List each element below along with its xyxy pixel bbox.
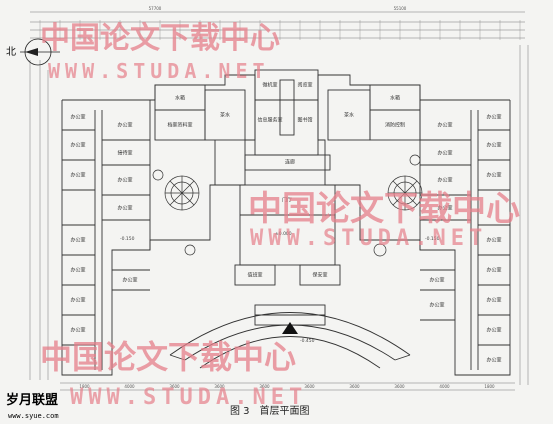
watermark-middle: 中国论文下载中心 WWW.STUDA.NET (248, 189, 520, 251)
dimension-bottom-label: 3600 (214, 384, 225, 389)
room-water-tank-right: 水箱 (390, 95, 400, 102)
room-office-r6: 办公室 (486, 297, 501, 304)
left-courtyard (152, 169, 200, 256)
room-mechanical: 微机室 (262, 82, 277, 89)
room-info-service: 信息服务室 (257, 117, 282, 124)
room-tea-left: 茶水 (220, 112, 230, 119)
dimension-top-left: 57700 (149, 6, 162, 11)
room-office-r2: 办公室 (486, 142, 501, 149)
watermark-bottom: 中国论文下载中心 WWW.STUDA.NET (40, 338, 307, 410)
site-logo: 岁月联盟 www.syue.com (6, 392, 59, 420)
figure-caption: 图 3 首层平面图 (230, 404, 310, 417)
room-office-4: 办公室 (70, 237, 85, 244)
dimension-bottom-label: 1800 (484, 384, 495, 389)
level-hall: ±0.000 (275, 231, 292, 237)
dimension-bottom-label: 1800 (79, 384, 90, 389)
room-office-r3: 办公室 (486, 172, 501, 179)
dimension-bottom-label: 4000 (124, 384, 135, 389)
level-left: -0.150 (120, 236, 135, 242)
right-dimension-lines (519, 45, 529, 385)
central-block (234, 69, 341, 286)
room-office-3: 办公室 (70, 172, 85, 179)
watermark-cn-bottom: 中国论文下载中心 (40, 338, 296, 376)
room-office-r5: 办公室 (486, 267, 501, 274)
room-office-r11: 办公室 (437, 177, 452, 184)
room-security: 保安室 (312, 272, 327, 279)
watermark-cn-middle: 中国论文下载中心 (248, 189, 520, 229)
dimension-bottom-label: 3600 (349, 384, 360, 389)
room-office-r9: 办公室 (437, 122, 452, 129)
room-gallery: 连廊 (285, 159, 295, 166)
room-water-tank-left: 水箱 (175, 95, 185, 102)
dimension-bottom-label: 3600 (259, 384, 270, 389)
room-office-r1: 办公室 (486, 114, 501, 121)
bottom-dimension-lines (60, 382, 515, 391)
right-courtyard (373, 154, 423, 257)
room-labels: 办公室 办公室 办公室 办公室 办公室 办公室 办公室 办公室 接待室 办公室 … (70, 82, 501, 364)
room-office-r4: 办公室 (486, 237, 501, 244)
room-office-r14: 办公室 (429, 302, 444, 309)
room-office-r8: 办公室 (486, 357, 501, 364)
room-office-2: 办公室 (70, 142, 85, 149)
room-reading: 阅览室 (297, 82, 312, 89)
room-office-6: 办公室 (70, 297, 85, 304)
top-dimension-lines (30, 11, 525, 39)
room-office-1: 办公室 (70, 114, 85, 121)
dimension-top-right: 55100 (394, 6, 407, 11)
logo-text-cn: 岁月联盟 (6, 392, 58, 408)
room-office-10: 办公室 (117, 205, 132, 212)
dimension-bottom-label: 3600 (169, 384, 180, 389)
logo-text-url: www.syue.com (8, 412, 59, 420)
dimension-bottom-label: 4000 (439, 384, 450, 389)
entrance-arrow (282, 322, 298, 334)
room-lobby: 门厅 (282, 197, 292, 204)
room-office-9: 办公室 (117, 177, 132, 184)
watermark-cn-top: 中国论文下载中心 (40, 21, 280, 56)
watermark-url-bottom: WWW.STUDA.NET (70, 385, 307, 410)
room-office-r7: 办公室 (486, 327, 501, 334)
room-fire-control: 消防控制 (385, 122, 405, 129)
room-office-8: 办公室 (117, 122, 132, 129)
bottom-dimension-labels: 1800 4000 3600 3600 3600 3600 3600 3600 4000 1800 (79, 384, 495, 389)
room-office-r10: 办公室 (437, 150, 452, 157)
level-entrance: -0.450 (300, 338, 315, 344)
dimension-bottom-label: 3600 (304, 384, 315, 389)
north-arrow (20, 38, 60, 66)
room-office-r13: 办公室 (429, 277, 444, 284)
level-right: -0.150 (425, 236, 440, 242)
room-office-r12: 办公室 (437, 205, 452, 212)
north-label: 北 (6, 46, 16, 58)
grid-ticks (39, 20, 521, 40)
watermark-url-middle: WWW.STUDA.NET (250, 226, 487, 251)
room-reception: 接待室 (117, 150, 132, 157)
dimension-bottom-label: 3600 (394, 384, 405, 389)
room-duty: 值班室 (247, 272, 262, 279)
room-office-5: 办公室 (70, 267, 85, 274)
room-library: 图书馆 (297, 117, 312, 124)
watermark-top: 中国论文下载中心 WWW.STUDA.NET (40, 21, 280, 83)
room-office-7: 办公室 (70, 327, 85, 334)
right-wing (317, 74, 511, 376)
room-archive: 档案资料室 (167, 122, 192, 129)
room-office-11: 办公室 (122, 277, 137, 284)
left-dimension-lines (29, 60, 49, 380)
room-tea-right: 茶水 (344, 112, 354, 119)
watermark-url-top: WWW.STUDA.NET (48, 59, 270, 83)
